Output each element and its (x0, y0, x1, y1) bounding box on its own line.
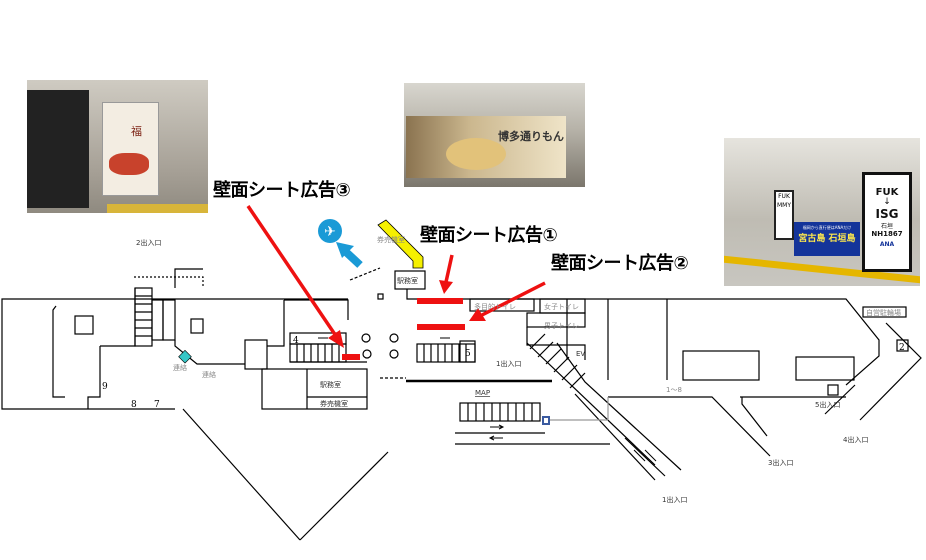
lockers-label: 1～8 (666, 386, 682, 394)
photo-wall-ad-1: 博多通りもん (404, 83, 585, 187)
stair-number-9: 9 (102, 382, 108, 392)
bike-parking-label: 自営駐輪場 (866, 308, 901, 317)
ad-2-pointer-arrow (481, 281, 546, 317)
poster-text: 福 (131, 125, 142, 138)
photo-wall-ad-3: 福 (27, 80, 208, 213)
photo-flight-sign: FUK ↓ ISG 石垣 NH1867 ANA (862, 172, 912, 272)
airport-direction-arrow-icon (336, 242, 363, 268)
exit-2-label: 2出入口 (136, 238, 161, 247)
photo-counter: 福岡から直行便はANAだけ 宮古島 石垣島 (794, 222, 860, 256)
station-office-bottom-label: 駅務室 (320, 380, 341, 389)
flow-arrows (318, 337, 657, 462)
ad-3-pointer-arrow (246, 205, 338, 337)
ad-1-location (417, 298, 463, 304)
yellow-path (377, 219, 424, 269)
map-label: MAP (475, 389, 490, 397)
ad-1-pointer-arrow (444, 254, 454, 283)
photo-wall-poster: 福 (102, 102, 159, 196)
stair-number-8: 8 (131, 400, 137, 410)
stair-number-4: 4 (293, 336, 299, 346)
ad-1-label: 壁面シート広告① (420, 225, 558, 246)
mens-toilet-label: 男子トイレ (544, 322, 579, 330)
ad-1-pointer-arrowhead (439, 280, 453, 294)
exit-1-label: 1出入口 (496, 359, 521, 368)
connection-marker (178, 349, 192, 364)
ad-2-pointer-arrowhead (469, 308, 486, 321)
connection-label-2: 連絡 (202, 370, 216, 379)
ad-2-label: 壁面シート広告② (551, 253, 689, 274)
exit-1-street-label: 1出入口 (662, 495, 687, 504)
map-sign-marker (542, 416, 550, 425)
map-walls (1, 267, 922, 541)
ad-3-label: 壁面シート広告③ (213, 180, 351, 201)
stair-number-2: 2 (899, 343, 905, 353)
exit-5-label: 5出入口 (815, 400, 840, 409)
svg-text:✈: ✈ (324, 224, 336, 240)
photo-wall-ad-2: 福岡から直行便はANAだけ 宮古島 石垣島 FUK MMY FUK ↓ ISG … (724, 138, 920, 286)
photo-floor-tactile (107, 204, 208, 213)
stair-number-5: 5 (465, 349, 471, 359)
ad-3-location (342, 354, 360, 360)
photo-wall-banner: 博多通りもん (406, 116, 566, 178)
elevator-label: EV (576, 350, 585, 358)
ad-2-location (417, 324, 465, 330)
womens-toilet-label: 女子トイレ (544, 302, 579, 311)
ad-3-pointer-arrowhead (328, 330, 344, 348)
connection-label-1: 連絡 (173, 363, 187, 372)
stair-number-7: 7 (154, 400, 160, 410)
photo-door (27, 90, 89, 208)
photo-side-sign: FUK MMY (774, 190, 794, 240)
station-office-top-label: 駅務室 (397, 276, 418, 285)
exit-3-label: 3出入口 (768, 458, 793, 467)
ticket-office-top-label: 券売機室 (377, 235, 405, 244)
exit-4-label: 4出入口 (843, 435, 868, 444)
airport-icon: ✈ (318, 219, 342, 243)
banner-text: 博多通りもん (498, 130, 564, 143)
multi-toilet-label: 多目的トイレ (474, 302, 516, 311)
ticket-office-bottom-label: 券売機室 (320, 399, 348, 408)
